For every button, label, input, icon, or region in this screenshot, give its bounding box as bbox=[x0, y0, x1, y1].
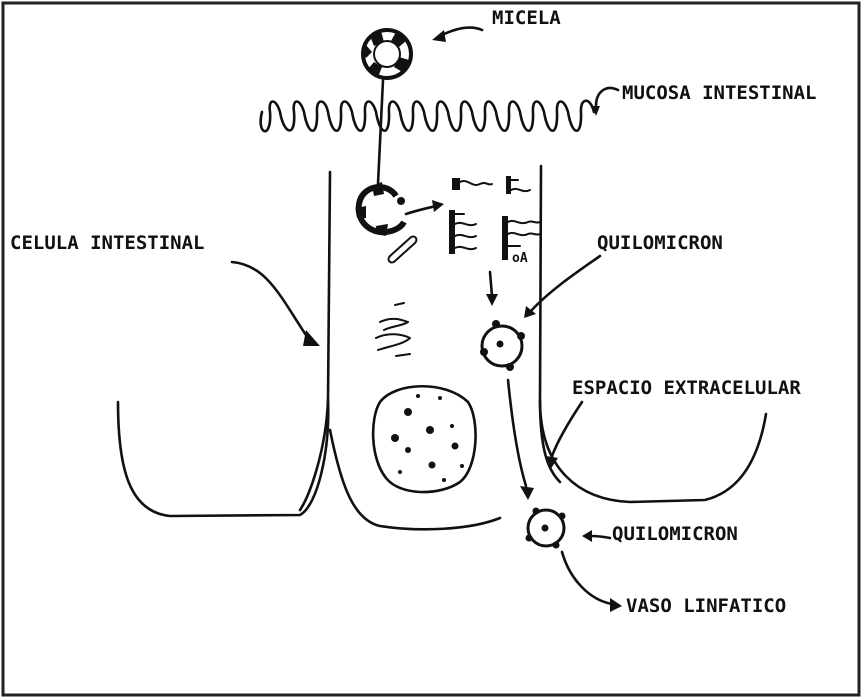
arrowhead-micelle-to-lipids bbox=[432, 200, 444, 212]
mucosa-villi-line bbox=[261, 101, 594, 131]
label-celula-intestinal: CELULA INTESTINAL bbox=[10, 232, 204, 254]
path-quilomicron-exit bbox=[508, 380, 526, 486]
arrow-espacio-extracelular bbox=[552, 402, 582, 456]
arrow-micelle-to-lipids bbox=[406, 206, 436, 214]
micelle-inside-cell bbox=[356, 182, 405, 236]
arrow-celula-intestinal bbox=[232, 262, 308, 338]
arrow-vaso-linfatico bbox=[562, 552, 612, 604]
arrow-lipids-to-quilomicron bbox=[490, 272, 492, 296]
neighbour-cell-left bbox=[118, 400, 328, 516]
arrow-quilomicron-bottom bbox=[590, 536, 610, 538]
label-mucosa-intestinal: MUCOSA INTESTINAL bbox=[622, 82, 816, 104]
quilomicron-extracellular bbox=[526, 508, 566, 549]
golgi-apparatus bbox=[376, 303, 410, 356]
cell-nucleus bbox=[373, 386, 475, 492]
micelle-shape bbox=[362, 30, 411, 78]
diagram-frame bbox=[3, 3, 859, 695]
arrowhead-quilomicron-exit bbox=[520, 486, 534, 500]
arrow-mucosa bbox=[596, 88, 618, 106]
oa-mark: oA bbox=[512, 251, 528, 266]
arrowhead-vaso-linfatico bbox=[610, 598, 622, 612]
micelle-entry-line bbox=[378, 80, 383, 184]
arrow-micela bbox=[440, 28, 482, 36]
label-micela: MICELA bbox=[492, 7, 561, 29]
label-vaso-linfatico: VASO LINFATICO bbox=[626, 595, 786, 617]
label-quilomicron-bottom: QUILOMICRON bbox=[612, 523, 738, 545]
arrowhead-lipids-to-quilomicron bbox=[486, 294, 498, 306]
arrowhead-micela bbox=[432, 30, 446, 42]
arrowhead-quilomicron-bottom bbox=[582, 530, 592, 542]
quilomicron-inside-cell bbox=[480, 320, 525, 371]
label-espacio-extracelular: ESPACIO EXTRACELULAR bbox=[572, 377, 801, 399]
small-capsule bbox=[389, 237, 417, 263]
lipid-marks bbox=[449, 176, 540, 260]
label-quilomicron-top: QUILOMICRON bbox=[597, 232, 723, 254]
